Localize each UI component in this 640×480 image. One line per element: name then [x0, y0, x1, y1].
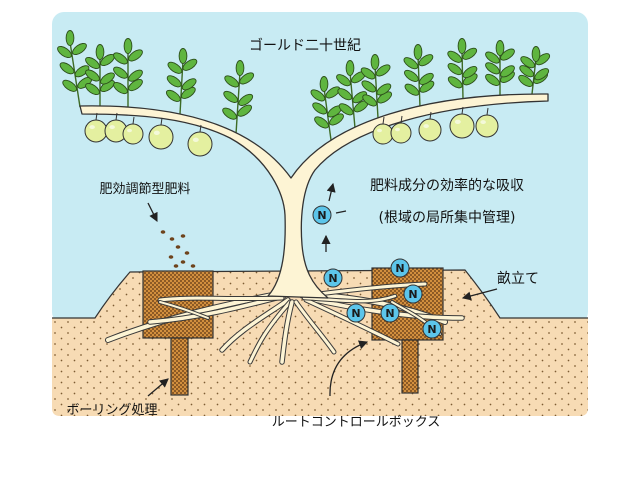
- nitrogen-marker: N: [324, 269, 342, 287]
- pear-fruit: [373, 124, 393, 144]
- pellet: [181, 260, 186, 264]
- nitrogen-letter: N: [317, 209, 326, 222]
- nitrogen-letter: N: [351, 307, 360, 320]
- nitrogen-letter: N: [385, 307, 394, 320]
- leaf: [66, 31, 74, 46]
- pear-highlight: [127, 129, 132, 133]
- pear-fruit: [476, 115, 498, 137]
- title-label: ゴールド二十世紀: [249, 37, 361, 54]
- nitrogen-marker: N: [347, 304, 365, 322]
- pear-fruit: [391, 123, 411, 143]
- pellet: [185, 251, 190, 255]
- pear-highlight: [455, 120, 461, 124]
- leaf: [346, 61, 354, 76]
- nitrogen-letter: N: [408, 288, 417, 301]
- boring-pipe: [402, 340, 418, 393]
- leaf: [371, 55, 379, 70]
- nitrogen-marker: N: [423, 320, 441, 338]
- nitrogen-letter: N: [395, 262, 404, 275]
- root-box-label: ルートコントロールボックス: [272, 415, 441, 430]
- pear-fruit: [188, 132, 212, 156]
- nitrogen-letter: N: [328, 272, 337, 285]
- pellet: [181, 234, 186, 238]
- pellet: [191, 264, 196, 268]
- nitrogen-marker: N: [313, 206, 331, 224]
- leaf: [458, 39, 466, 54]
- leaf: [236, 61, 244, 76]
- pear-highlight: [193, 138, 199, 142]
- pear-highlight: [480, 120, 486, 124]
- pear-fruit: [123, 124, 143, 144]
- ridge-label: 畝立て: [497, 271, 539, 287]
- pear-fruit: [149, 125, 173, 149]
- pear-highlight: [89, 125, 95, 129]
- root: [160, 298, 282, 300]
- pear-highlight: [154, 131, 160, 135]
- root-zone-label: (根域の局所集中管理): [379, 209, 516, 226]
- pear-fruit: [450, 114, 474, 138]
- nitrogen-marker: N: [391, 259, 409, 277]
- boring-label: ボーリング処理: [66, 403, 157, 418]
- box-body: [143, 271, 213, 338]
- leaf: [124, 39, 132, 54]
- nitrogen-letter: N: [427, 323, 436, 336]
- pellet: [161, 230, 166, 234]
- pellet: [174, 264, 179, 268]
- pear-fruit: [85, 120, 107, 142]
- pear-highlight: [395, 128, 400, 132]
- pellet: [176, 245, 181, 249]
- nitrogen-marker: N: [381, 304, 399, 322]
- root-body: [160, 298, 282, 300]
- leaf: [320, 77, 328, 92]
- pear-highlight: [377, 129, 382, 133]
- leaf: [532, 47, 540, 62]
- leaf: [179, 49, 187, 64]
- pear-fruit: [419, 119, 441, 141]
- pellet: [170, 237, 175, 241]
- nitrogen-marker: N: [404, 285, 422, 303]
- absorption-label: 肥料成分の効率的な吸収: [370, 177, 524, 194]
- leaf: [96, 45, 104, 60]
- leaf: [414, 45, 422, 60]
- fertilizer-label: 肥効調節型肥料: [99, 182, 190, 197]
- leaf: [496, 41, 504, 56]
- pear-highlight: [109, 125, 115, 129]
- pear-highlight: [423, 124, 429, 128]
- pellet: [169, 255, 174, 259]
- boring-pipe: [171, 338, 188, 395]
